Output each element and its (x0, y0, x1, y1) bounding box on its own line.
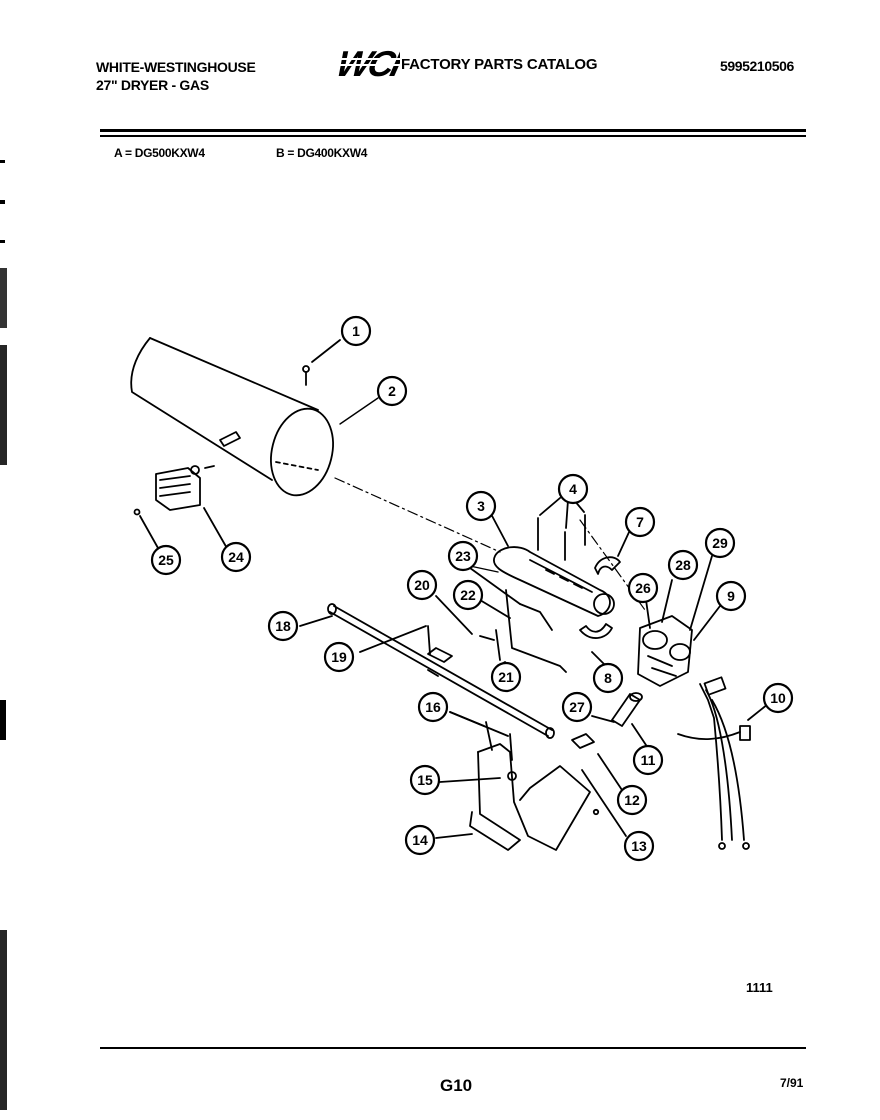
gas-valve-fittings (571, 733, 627, 837)
callout-14: 14 (404, 824, 436, 856)
footer-rule (100, 1047, 806, 1049)
scan-mark (0, 240, 5, 243)
callout-label: 24 (228, 549, 244, 565)
scan-mark (0, 268, 7, 328)
callout-12: 12 (616, 784, 648, 816)
screw-1 (302, 339, 341, 386)
model-b: B = DG400KXW4 (276, 146, 368, 160)
clamps (579, 529, 631, 666)
callout-4: 4 (557, 473, 589, 505)
callout-label: 18 (275, 618, 291, 634)
callout-label: 4 (569, 481, 577, 497)
callout-7: 7 (624, 506, 656, 538)
callout-10: 10 (762, 682, 794, 714)
callout-label: 12 (624, 792, 640, 808)
callout-label: 13 (631, 838, 647, 854)
callout-29: 29 (704, 527, 736, 559)
callout-24: 24 (220, 541, 252, 573)
callout-label: 19 (331, 649, 347, 665)
brand-block: WHITE-WESTINGHOUSE 27" DRYER - GAS (96, 58, 256, 94)
callout-label: 20 (414, 577, 430, 593)
callout-label: 15 (417, 772, 433, 788)
scan-mark (0, 160, 5, 163)
scan-mark (0, 200, 5, 204)
callout-21: 21 (490, 661, 522, 693)
callout-28: 28 (667, 549, 699, 581)
flame-sensor (133, 465, 229, 551)
scan-mark (0, 345, 7, 465)
valve-tube (591, 692, 649, 749)
callout-15: 15 (409, 764, 441, 796)
callout-label: 9 (727, 588, 735, 604)
callout-label: 10 (770, 690, 786, 706)
callout-label: 25 (158, 552, 174, 568)
callout-label: 11 (641, 752, 656, 768)
callout-label: 28 (675, 557, 691, 573)
callout-label: 22 (460, 587, 476, 603)
screws-4 (537, 497, 586, 561)
bracket (435, 589, 567, 673)
callout-label: 3 (477, 498, 485, 514)
header-rule (100, 129, 806, 132)
page-number: G10 (440, 1076, 473, 1095)
callout-11: 11 (632, 744, 664, 776)
catalog-title: FACTORY PARTS CATALOG (401, 56, 598, 73)
callout-25: 25 (150, 544, 182, 576)
callout-27: 27 (561, 691, 593, 723)
diagram-code: 1111 (746, 980, 773, 995)
callout-26: 26 (627, 572, 659, 604)
callout-18: 18 (267, 610, 299, 642)
callout-3: 3 (465, 490, 497, 522)
catalog-number: 5995210506 (720, 58, 794, 74)
callout-22: 22 (452, 579, 484, 611)
callout-20: 20 (406, 569, 438, 601)
callout-8: 8 (592, 662, 624, 694)
mounting-bracket (435, 743, 591, 851)
brand-name: WHITE-WESTINGHOUSE (96, 59, 256, 75)
wire-harness (677, 676, 769, 850)
header-rule (100, 135, 806, 137)
callout-label: 8 (604, 670, 612, 686)
callout-2: 2 (376, 375, 408, 407)
callout-19: 19 (323, 641, 355, 673)
callout-1: 1 (340, 315, 372, 347)
scan-mark (0, 700, 6, 740)
wci-logo: WCI (332, 46, 400, 80)
svg-text:WCI: WCI (333, 46, 400, 80)
scan-mark (0, 930, 7, 1110)
callout-label: 14 (412, 832, 428, 848)
callout-label: 7 (636, 514, 644, 530)
callout-label: 1 (352, 323, 360, 339)
callout-9: 9 (715, 580, 747, 612)
gas-rod (299, 603, 555, 739)
gas-valve (637, 555, 721, 687)
callout-label: 21 (498, 669, 514, 685)
callout-13: 13 (623, 830, 655, 862)
product-line: 27" DRYER - GAS (96, 77, 209, 93)
model-a: A = DG500KXW4 (114, 146, 205, 160)
callout-23: 23 (447, 540, 479, 572)
callout-label: 2 (388, 383, 396, 399)
burner-assembly (469, 511, 615, 617)
burner-cylinder (130, 337, 334, 497)
callout-label: 16 (425, 699, 441, 715)
callout-16: 16 (417, 691, 449, 723)
callout-label: 27 (569, 699, 585, 715)
catalog-date: 7/91 (780, 1076, 804, 1090)
callout-label: 26 (635, 580, 651, 596)
callout-label: 23 (455, 548, 471, 564)
screws-16 (449, 711, 513, 761)
callout-label: 29 (712, 535, 728, 551)
